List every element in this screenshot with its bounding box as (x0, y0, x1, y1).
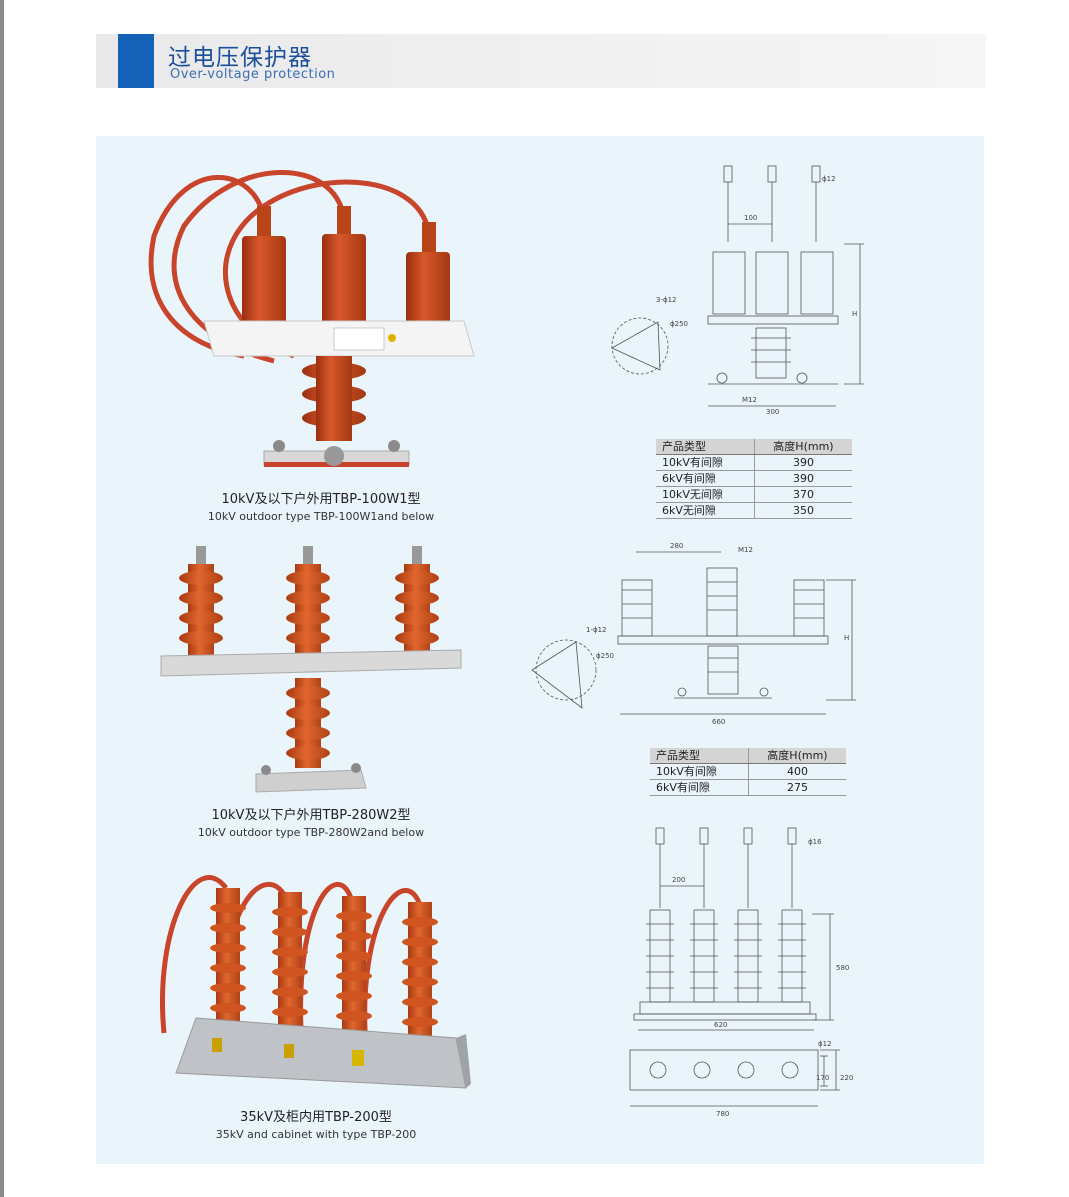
product-1-caption-zh: 10kV及以下户外用TBP-100W1型 (221, 492, 421, 507)
drawing-3-phi12: ϕ12 (818, 1040, 832, 1048)
drawing-2-m12: M12 (738, 546, 753, 554)
drawing-1-dim-100: 100 (744, 214, 757, 222)
section-header: 过电压保护器 Over-voltage protection (96, 34, 986, 88)
drawing-1-m12: M12 (742, 396, 757, 404)
drawing-3-dim-200: 200 (672, 876, 685, 884)
drawing-3-dim-580: 580 (836, 964, 849, 972)
drawing-1-phi250: ϕ250 (670, 320, 688, 328)
product-1-caption: 10kV及以下户外用TBP-100W1型 10kV outdoor type T… (176, 488, 466, 523)
left-edge-rule (0, 0, 4, 1197)
table-cell: 390 (754, 454, 852, 471)
product-panel: 10kV及以下户外用TBP-100W1型 10kV outdoor type T… (96, 136, 984, 1164)
table-cell: 10kV无间隙 (656, 486, 755, 503)
table-cell: 6kV有间隙 (650, 779, 749, 796)
drawing-2-dim-660: 660 (712, 718, 725, 726)
drawing-3-dim-620: 620 (714, 1021, 727, 1029)
technical-drawing-tbp-280w2: 280 M12 1-ϕ12 ϕ250 H 660 (531, 542, 856, 726)
table-cell: 390 (754, 470, 852, 487)
drawing-1-phi12: ϕ12 (822, 175, 836, 183)
drawing-3-dim-780: 780 (716, 1110, 729, 1118)
drawing-3-dim-220: 220 (840, 1074, 853, 1082)
table-cell: 10kV有间隙 (650, 763, 749, 780)
product-photo-tbp-100w1 (148, 170, 475, 467)
technical-drawing-tbp-100w1: ϕ12 100 3-ϕ12 ϕ250 H M12 300 (611, 165, 864, 416)
table-cell: 6kV有间隙 (656, 470, 755, 487)
table-cell: 275 (748, 779, 846, 796)
table-cell: 370 (754, 486, 852, 503)
drawing-1-dim-300: 300 (766, 408, 779, 416)
product-3-caption-zh: 35kV及柜内用TBP-200型 (240, 1110, 392, 1125)
product-1-caption-en: 10kV outdoor type TBP-100W1and below (207, 510, 435, 523)
product-photo-tbp-200 (160, 875, 471, 1089)
table-2-header-height: 高度H(mm) (748, 748, 846, 764)
table-1-header-height: 高度H(mm) (754, 439, 852, 455)
drawing-1-holes: 3-ϕ12 (656, 296, 677, 304)
product-2-caption-en: 10kV outdoor type TBP-280W2and below (197, 826, 425, 839)
table-cell: 350 (754, 502, 852, 519)
drawing-2-holes: 1-ϕ12 (586, 626, 607, 634)
header-accent-block (118, 34, 154, 88)
product-2-caption-zh: 10kV及以下户外用TBP-280W2型 (211, 808, 411, 823)
technical-drawing-tbp-200: ϕ16 200 580 620 ϕ12 170 220 780 (629, 827, 853, 1118)
section-title-en: Over-voltage protection (170, 67, 336, 82)
drawing-2-dim-280: 280 (670, 542, 683, 550)
product-3-caption: 35kV及柜内用TBP-200型 35kV and cabinet with t… (176, 1106, 456, 1141)
product-3-caption-en: 35kV and cabinet with type TBP-200 (215, 1128, 417, 1141)
section-title-zh: 过电压保护器 (168, 45, 312, 71)
drawing-3-phi16: ϕ16 (808, 838, 822, 846)
table-cell: 400 (748, 763, 846, 780)
drawing-3-dim-170: 170 (816, 1074, 829, 1082)
table-cell: 10kV有间隙 (656, 454, 755, 471)
table-1-header-type: 产品类型 (656, 439, 755, 455)
table-cell: 6kV无间隙 (656, 502, 755, 519)
table-2-header-type: 产品类型 (650, 748, 749, 764)
product-2-caption: 10kV及以下户外用TBP-280W2型 10kV outdoor type T… (166, 804, 456, 839)
drawing-2-h: H (844, 634, 849, 642)
drawing-2-phi250: ϕ250 (596, 652, 614, 660)
drawing-1-h: H (852, 310, 857, 318)
product-photo-tbp-280w2 (160, 546, 462, 793)
